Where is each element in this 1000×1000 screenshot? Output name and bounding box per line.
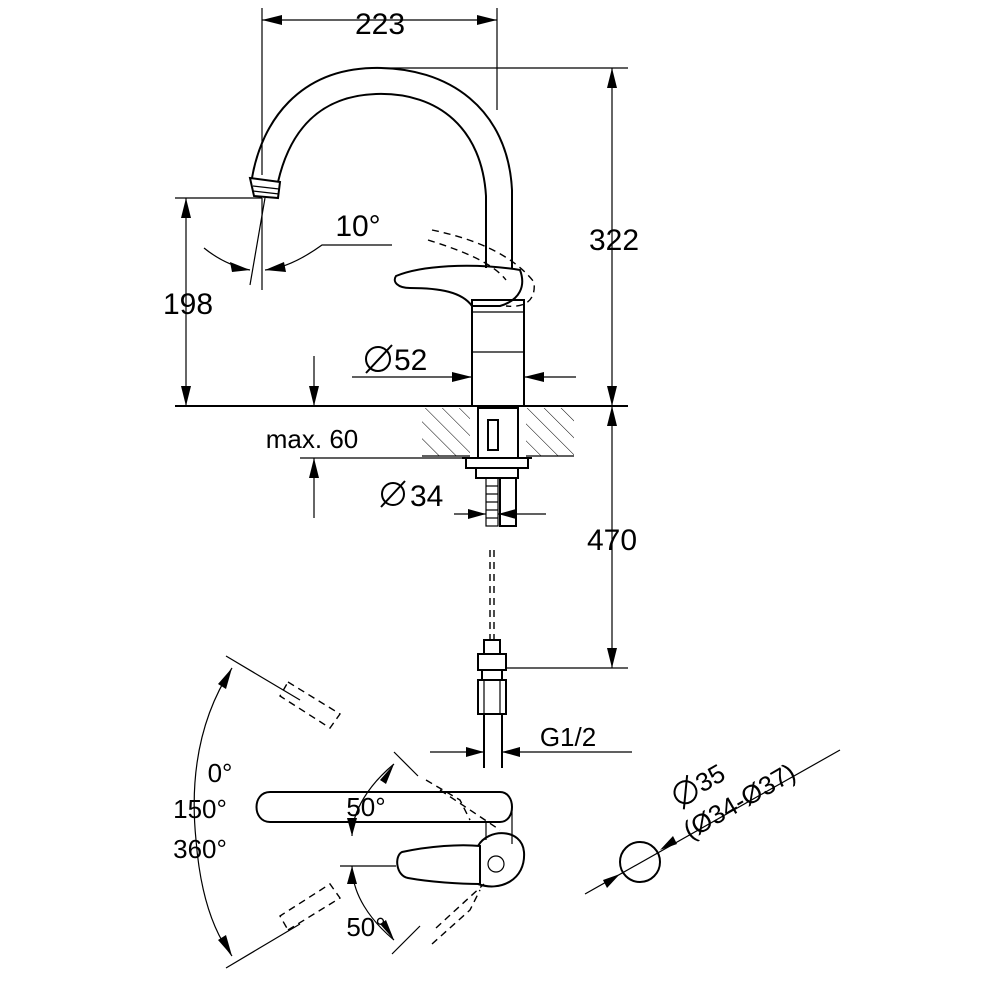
swivel-0-label: 0° (208, 758, 233, 788)
body-diameter-value: 52 (394, 344, 427, 377)
dim-connection-thread: G1/2 (540, 722, 596, 752)
lever-angle-bottom: 50° (346, 912, 385, 942)
dim-total-height: 322 (589, 224, 639, 257)
dim-deck-thickness: max. 60 (266, 424, 359, 454)
dim-shank-diameter: 34 (380, 480, 443, 513)
shank-diameter-value: 34 (410, 480, 443, 513)
dim-spout-angle: 10° (335, 210, 380, 243)
dim-spout-reach: 223 (355, 8, 405, 41)
dim-hose-length: 470 (587, 524, 637, 557)
swivel-150-label: 150° (173, 794, 227, 824)
faucet-side-view (248, 66, 535, 407)
dim-body-diameter: 52 (365, 344, 427, 377)
countertop-section (175, 405, 628, 457)
dim-spout-height: 198 (163, 288, 213, 321)
swivel-360-label: 360° (173, 834, 227, 864)
dimension-lines (175, 8, 632, 757)
top-view (193, 655, 841, 969)
lever-angle-top: 50° (346, 792, 385, 822)
mounting-assembly (462, 407, 532, 768)
